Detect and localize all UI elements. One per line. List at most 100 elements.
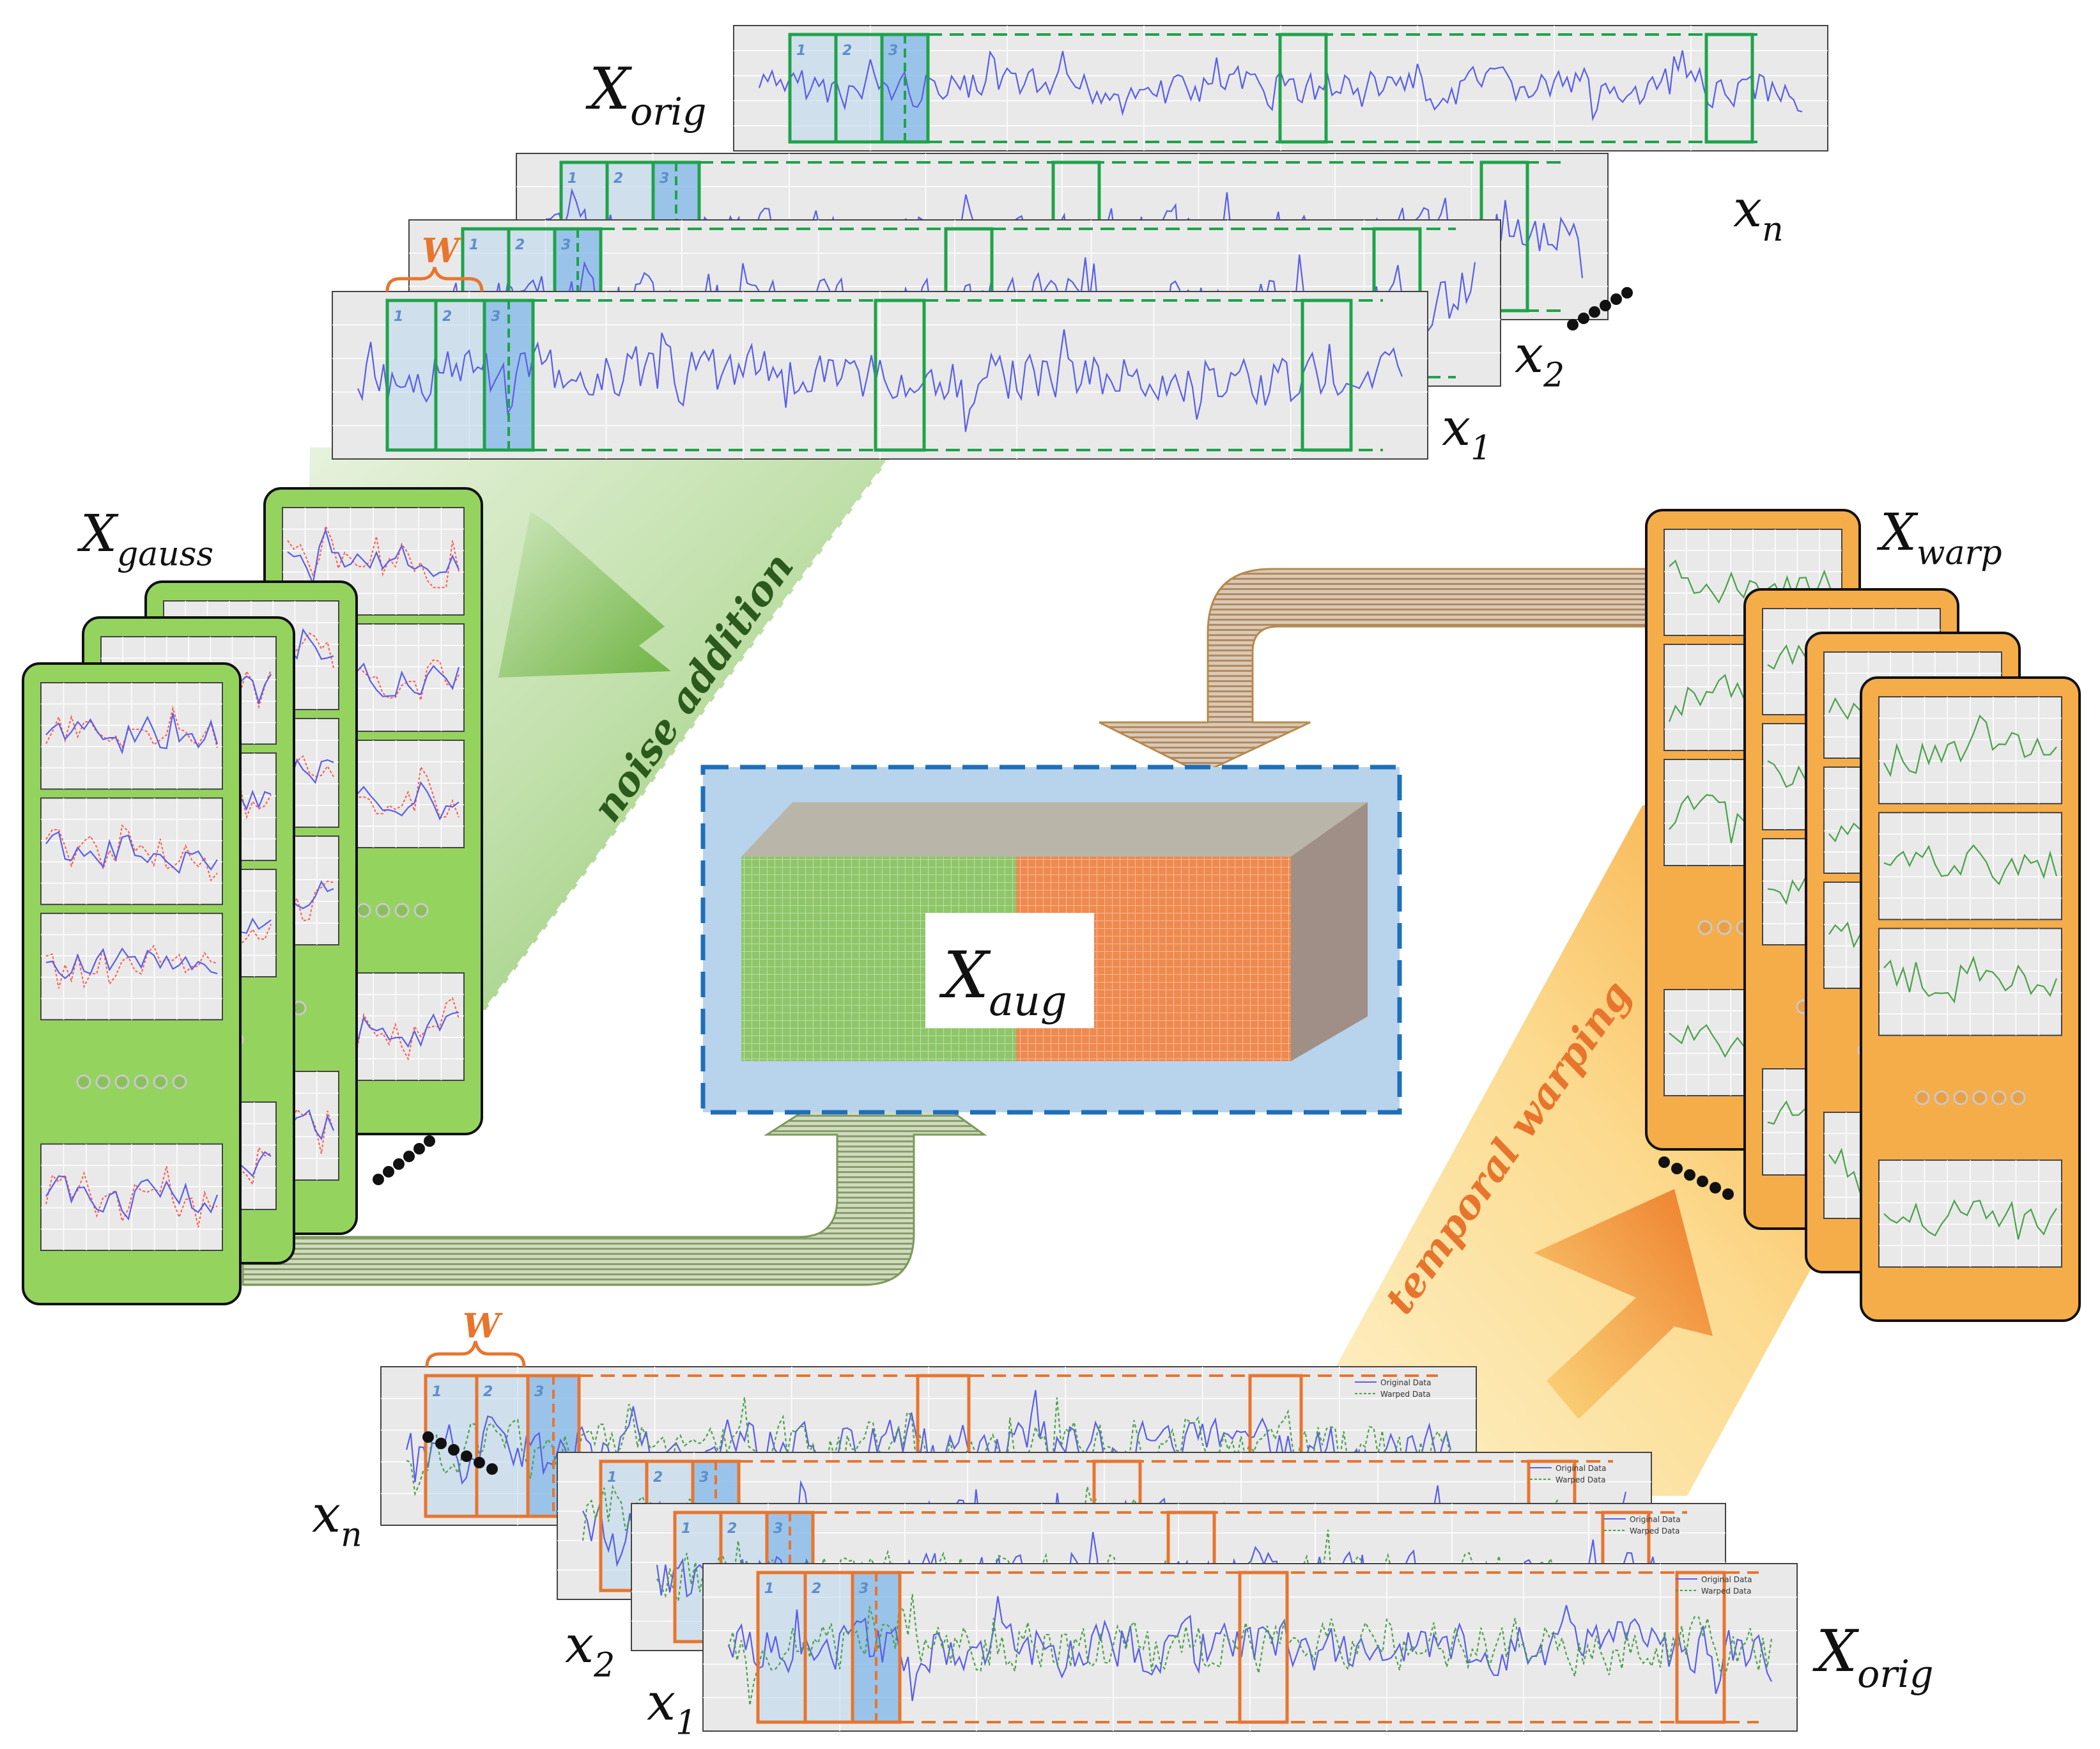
cube-side [1291,802,1368,1061]
top-x2-label: x2 [1515,325,1564,394]
top-strip-xn-window-num-3: 3 [888,43,898,59]
top-stack-ellipsis [1567,287,1633,330]
top-x-orig-label-base: X [585,56,633,123]
warp-card-4-plot-2-grid [1879,928,2062,1036]
gauss-card-4-signal-0 [287,528,459,586]
bot-strip-xorig-dashed-track [900,1571,1759,1723]
bot-strip-x2-window-num-1: 1 [607,1470,617,1486]
top-strip-x1-window-num-1: 1 [394,309,403,325]
top-strip-x2-window-num-1: 1 [469,237,479,253]
warp-card-4-warp-2 [1883,956,2058,1004]
top-x1-label-sub: 1 [1471,429,1492,467]
bot-strip-xorig-signal [727,1596,1772,1702]
bot-x-orig-label-sub: orig [1857,1652,1933,1696]
gauss-card-1-signal-2 [45,947,218,979]
bot-strip-xorig-legend-orig: Original Data [1701,1575,1752,1584]
top-strip-xn-window-num-2: 2 [842,43,852,59]
gauss-label-base: X [77,504,119,563]
bottom-stack-ellipsis [422,1431,498,1475]
top-strip-4-window-num-1: 1 [567,171,577,187]
bot-strip-x2-window-num-3: 3 [699,1470,709,1486]
gauss-card-1-plot-1-grid [41,798,222,905]
top-window-label: W [422,231,462,270]
bot-strip-x2-legend-orig: Original Data [1556,1464,1606,1473]
gauss-label: Xgauss [77,504,213,573]
gauss-card-1-signal-4 [45,1175,219,1221]
warp-stack-ellipsis [1658,1156,1734,1200]
top-strip-xn-window-extra-2 [1704,33,1754,144]
bot-strip-x2-legend-warp: Warped Data [1556,1475,1605,1484]
bot-xn-label-base: x [312,1484,341,1544]
bot-strip-xorig-window-extra-2 [1675,1571,1726,1724]
bot-strip-xorig-window-num-2: 2 [812,1581,821,1597]
gauss-card-1-noise-2 [45,944,218,989]
aug-label-sub: aug [989,977,1067,1025]
top-x1-label-base: x [1442,398,1471,457]
aug-label-box [925,913,1094,1028]
top-x1-label: x1 [1442,398,1492,467]
top-xn-label: xn [1733,179,1784,249]
gauss-to-aug-arrow [242,1060,987,1286]
bot-strip-xn-legend-warp: Warped Data [1380,1390,1430,1399]
bot-xn-label: xn [312,1484,362,1554]
top-strip-x1-dashed-track [533,299,1383,451]
warp-card-4-plot-4-grid [1879,1160,2062,1267]
top-x2-label-sub: 2 [1543,356,1564,394]
bot-xn-label-sub: n [341,1516,362,1554]
top-strip-x2-window-num-3: 3 [561,237,571,253]
gauss-card-1-plot-2-grid [41,913,222,1020]
bot-strip-x1-window-num-1: 1 [681,1521,691,1537]
gauss-card-1-noise-1 [45,824,218,882]
top-strip-4-window-num-3: 3 [660,171,669,187]
top-x-orig-label-sub: orig [630,90,706,134]
bot-x1-label: x1 [647,1672,697,1742]
gauss-label-sub: gauss [117,535,213,573]
bot-x2-label-sub: 2 [593,1646,615,1684]
bot-window-label: W [463,1307,503,1346]
bot-x2-label-base: x [565,1615,594,1674]
top-strip-xn-window-num-1: 1 [796,43,806,59]
top-xn-label-sub: n [1762,210,1784,249]
cube-top [741,802,1368,857]
bot-strip-xorig-legend-warp: Warped Data [1701,1587,1751,1596]
top-strip-x1-window-num-3: 3 [491,309,500,325]
warp-label-base: X [1876,502,1919,562]
warp-card-4-warp-0 [1883,714,2057,777]
bot-strip-xn-window-num-3: 3 [534,1384,544,1400]
warp-card-4-ellipsis [1915,1090,2026,1105]
gauss-card-1-plot-4-grid [41,1144,222,1250]
warping-arrow [1534,1189,1713,1419]
gauss-card-1-signal-1 [45,830,218,874]
bot-strip-x1-window-num-2: 2 [727,1521,737,1537]
gauss-card-1-ellipsis [76,1074,187,1089]
bot-strip-xn-window-num-1: 1 [432,1384,442,1400]
top-x-orig-label: Xorig [585,56,706,134]
bot-strip-x2-window-num-2: 2 [653,1470,663,1486]
gauss-card-3-noise-4 [168,1104,334,1160]
top-x2-label-base: x [1515,325,1543,384]
bot-window-brace [425,1341,526,1367]
warp-label: Xwarp [1876,502,2002,572]
top-strip-x1-window-extra-1 [874,299,926,452]
top-strip-x2-window-num-2: 2 [515,237,525,253]
bot-strip-xorig-window-num-3: 3 [859,1581,869,1597]
aug-label-base: X [939,938,991,1013]
bot-x2-label: x2 [565,1615,615,1684]
bot-strip-x1-legend-orig: Original Data [1630,1515,1680,1524]
bot-x1-label-base: x [647,1672,676,1732]
bot-strip-x1-legend-warp: Warped Data [1630,1527,1679,1535]
bot-x-orig-label: Xorig [1812,1618,1933,1696]
warp-card-4-warp-4 [1883,1199,2057,1240]
bot-strip-xorig-window-extra-1 [1238,1571,1289,1724]
bot-strip-xorig-warped-signal [727,1594,1773,1706]
bot-strip-xn-legend-orig: Original Data [1380,1378,1431,1387]
aug-label: Xaug [939,938,1067,1025]
bot-strip-x1-window-num-3: 3 [773,1521,783,1537]
top-window-brace [385,267,484,292]
bot-strip-xn-window-num-2: 2 [483,1384,493,1400]
top-strip-xn-window-extra-1 [1278,33,1328,144]
gauss-card-1-signal-0 [45,713,219,755]
warp-to-aug-arrow [1099,568,1650,775]
